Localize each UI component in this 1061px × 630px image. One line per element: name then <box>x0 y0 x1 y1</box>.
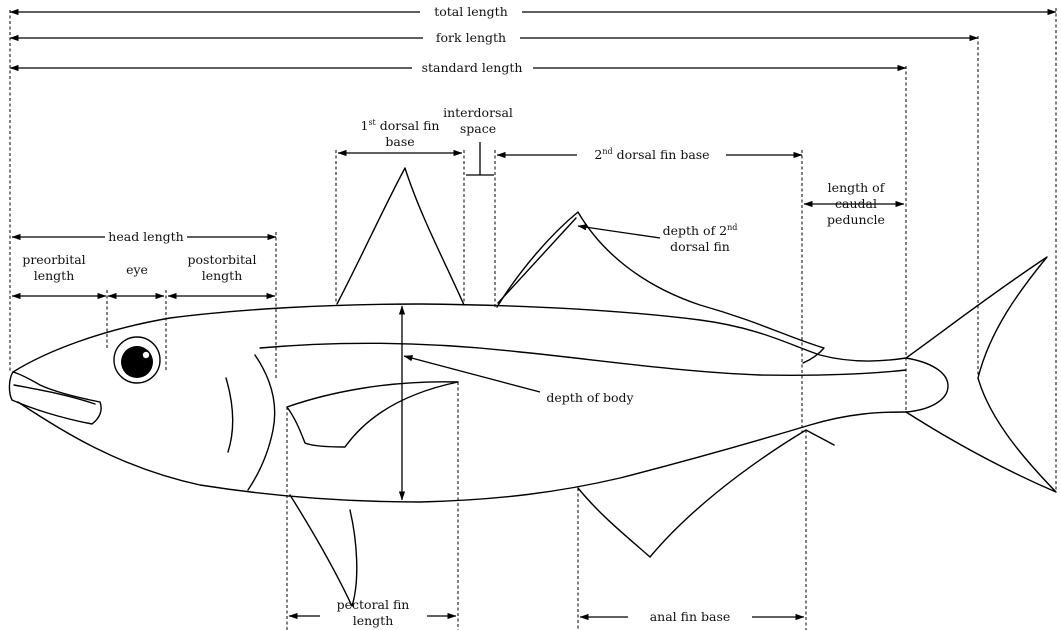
caudal-peduncle-label-line2: caudal <box>835 196 877 211</box>
preorbital-label: preorbital <box>22 252 85 267</box>
second-dorsal-depth-label: depth of 2nd <box>663 223 738 238</box>
second-dorsal-base-label: 2nd dorsal fin base <box>594 147 709 162</box>
snout <box>9 372 101 424</box>
anal-fin-base-label: anal fin base <box>650 609 731 624</box>
caudal-fin-upper <box>906 257 1047 378</box>
labels: total length fork length standard length… <box>22 4 885 628</box>
caudal-keel <box>906 358 948 412</box>
dimension-arrows <box>10 12 1056 617</box>
standard-length-label: standard length <box>422 60 523 75</box>
second-dorsal-depth-pointer <box>578 226 660 238</box>
preoperculum <box>226 378 233 452</box>
first-dorsal-base-label: 1st dorsal fin <box>361 118 440 133</box>
interdorsal-label-line2: space <box>460 121 496 136</box>
pectoral-fin-label-line2: length <box>353 613 394 628</box>
second-dorsal-fin-ray <box>498 218 576 303</box>
first-dorsal-fin <box>337 168 464 305</box>
ventral-body-contour <box>18 402 906 502</box>
second-dorsal-depth-label-line2: dorsal fin <box>670 239 730 254</box>
caudal-peduncle-label: length of <box>828 180 886 195</box>
pectoral-fin <box>287 382 458 447</box>
postorbital-label-line2: length <box>202 268 243 283</box>
first-dorsal-base-label-line2: base <box>385 134 414 149</box>
mouth-line <box>14 385 95 404</box>
eye-highlight <box>143 352 149 358</box>
anal-fin <box>578 430 834 557</box>
body-depth-pointer <box>404 356 540 392</box>
second-dorsal-fin <box>497 212 824 363</box>
eye-label: eye <box>126 262 148 277</box>
pectoral-fin-label: pectoral fin <box>337 597 410 612</box>
pelvic-fin <box>290 495 357 606</box>
eye-pupil <box>121 346 153 378</box>
interdorsal-label: interdorsal <box>443 105 513 120</box>
gill-cover <box>248 355 275 490</box>
depth-of-body-label: depth of body <box>546 390 634 405</box>
total-length-label: total length <box>434 4 508 19</box>
preorbital-label-line2: length <box>34 268 75 283</box>
caudal-peduncle-label-line3: peduncle <box>827 212 885 227</box>
fork-length-label: fork length <box>436 30 506 45</box>
head-length-label: head length <box>108 229 183 244</box>
postorbital-label: postorbital <box>188 252 257 267</box>
caudal-fin-lower <box>906 378 1056 492</box>
